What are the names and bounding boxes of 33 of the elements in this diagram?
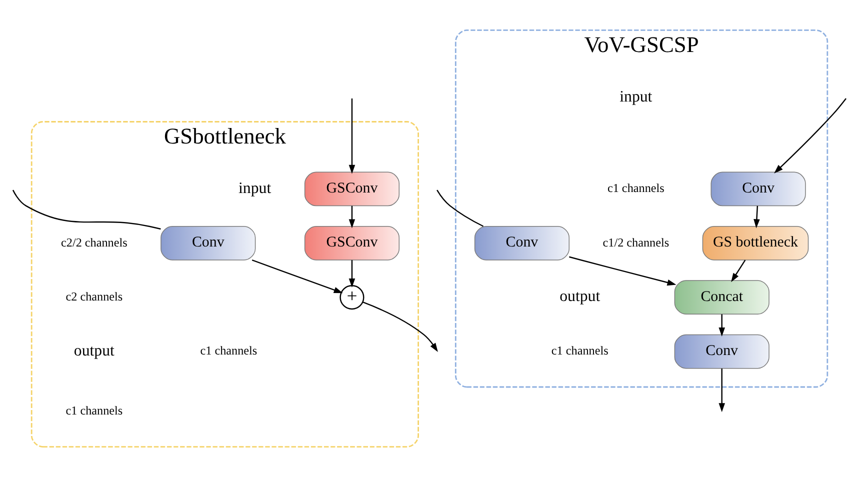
node-box: GSConv <box>304 226 400 260</box>
arrow <box>348 260 356 288</box>
arrow <box>718 368 725 412</box>
arrow <box>252 260 343 294</box>
label: output <box>560 288 600 306</box>
node-box: GSConv <box>304 172 400 206</box>
node-box: GS bottleneck <box>702 226 809 260</box>
connector <box>436 190 484 227</box>
arrow <box>731 260 746 282</box>
node-box: Conv <box>710 172 806 206</box>
label: c1/2 channels <box>602 235 670 250</box>
label: c2/2 channels <box>61 235 128 250</box>
label: c1 channels <box>607 181 664 196</box>
node-box: Concat <box>674 280 770 315</box>
label: output <box>74 342 114 360</box>
arrow <box>754 206 760 228</box>
connector <box>12 190 161 230</box>
node-box: Conv <box>674 334 770 369</box>
label: c1 channels <box>66 403 123 418</box>
label: c2 channels <box>66 290 123 304</box>
arrow <box>362 302 438 352</box>
node-circle: + <box>340 285 364 310</box>
arrow <box>348 98 356 174</box>
arrow <box>569 256 676 286</box>
node-box: Conv <box>160 226 256 260</box>
arrow <box>348 206 356 228</box>
label: input <box>238 180 272 197</box>
arrow <box>718 314 725 337</box>
label: c1 channels <box>200 344 258 358</box>
label: c1 channels <box>551 344 608 358</box>
arrow <box>774 98 846 174</box>
label: input <box>620 88 652 106</box>
node-box: Conv <box>474 226 570 260</box>
